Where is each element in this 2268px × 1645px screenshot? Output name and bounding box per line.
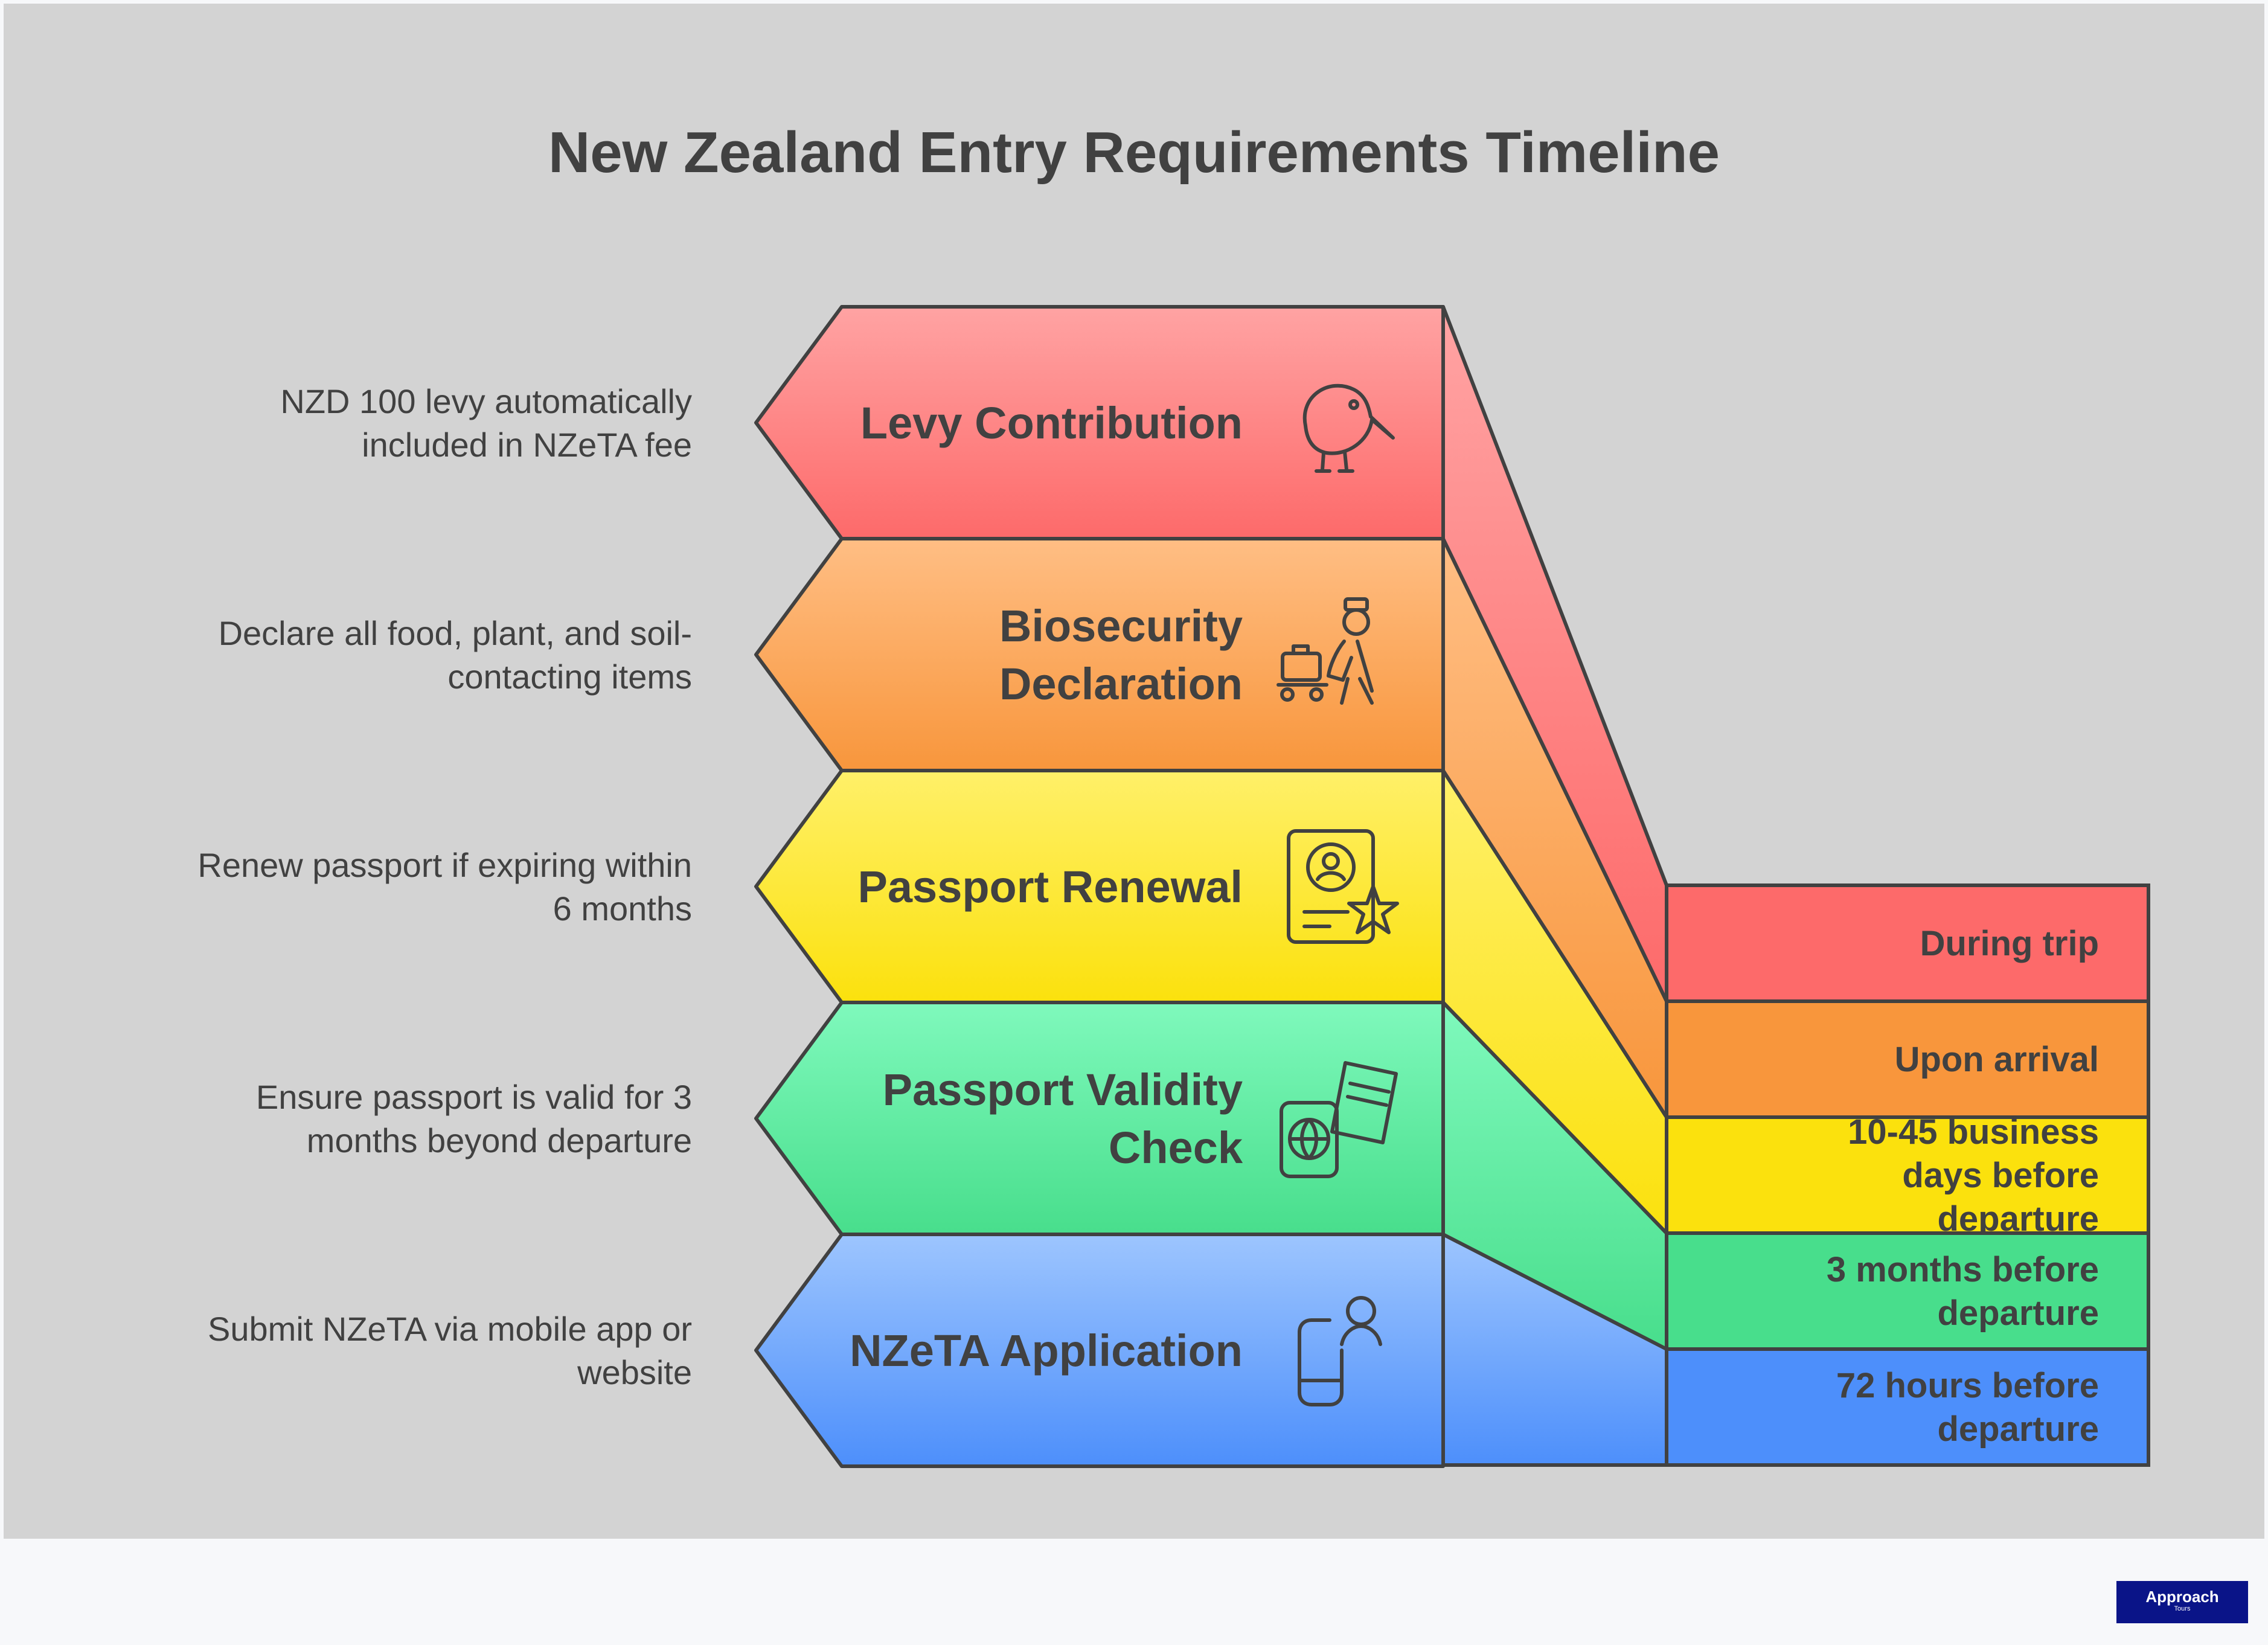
step-arrow-biosecurity — [754, 537, 1445, 772]
steps-group: Levy Contribution NZD 100 levy automatica… — [197, 305, 1445, 1468]
step-description: included in NZeTA fee — [362, 426, 692, 464]
step-description: Declare all food, plant, and soil- — [219, 614, 692, 652]
step-description: Renew passport if expiring within — [197, 846, 692, 884]
step-label: Levy Contribution — [860, 398, 1243, 448]
step-levy: Levy Contribution NZD 100 levy automatica… — [280, 305, 1445, 540]
kiwi-bird-icon — [1302, 383, 1395, 473]
brand-sub: Tours — [2174, 1605, 2191, 1612]
timing-label: 3 months before — [1827, 1250, 2099, 1289]
timing-label: Upon arrival — [1895, 1040, 2099, 1079]
step-description: months beyond departure — [307, 1121, 692, 1159]
timing-box — [1665, 1347, 2150, 1467]
brand-logo: Approach Tours — [2116, 1581, 2248, 1623]
step-arrow-nzeta — [754, 1233, 1445, 1468]
step-label: Passport Validity — [883, 1065, 1243, 1115]
timing-box — [1665, 999, 2150, 1119]
step-description: Submit NZeTA via mobile app or — [208, 1310, 692, 1348]
step-description: Ensure passport is valid for 3 — [256, 1078, 692, 1116]
step-label: NZeTA Application — [850, 1326, 1243, 1376]
passport-ticket-icon — [1280, 1061, 1398, 1178]
mobile-user-icon — [1298, 1296, 1382, 1406]
timing-label: 72 hours before — [1836, 1366, 2099, 1405]
step-description: 6 months — [553, 890, 692, 928]
timing-biosecurity: Upon arrival — [1665, 999, 2150, 1119]
step-renewal: Passport Renewal Renew passport if expiri… — [197, 769, 1445, 1004]
timing-box — [1665, 1115, 2150, 1235]
timing-nzeta: 72 hours before departure — [1665, 1347, 2150, 1467]
timing-label: days before — [1902, 1156, 2099, 1195]
step-label: Declaration — [999, 659, 1243, 709]
id-card-star-icon — [1287, 829, 1399, 944]
brand-name: Approach — [2145, 1588, 2219, 1606]
step-label: Biosecurity — [999, 601, 1243, 651]
step-description: NZD 100 levy automatically — [280, 382, 692, 420]
timing-label: departure — [1937, 1294, 2099, 1333]
timing-label: During trip — [1920, 924, 2099, 963]
step-description: contacting items — [447, 658, 692, 696]
step-nzeta: NZeTA Application Submit NZeTA via mobile… — [208, 1233, 1445, 1468]
porter-luggage-icon — [1277, 597, 1374, 705]
step-label: Check — [1109, 1123, 1243, 1173]
timing-label: 10-45 business — [1848, 1112, 2099, 1152]
step-arrow-validity — [754, 1001, 1445, 1236]
timing-validity: 3 months before departure — [1665, 1231, 2150, 1351]
timing-box — [1665, 1231, 2150, 1351]
timing-box — [1665, 883, 2150, 1003]
timing-levy: During trip — [1665, 883, 2150, 1003]
diagram-title: New Zealand Entry Requirements Timeline — [548, 120, 1720, 185]
step-description: website — [577, 1353, 692, 1391]
step-label: Passport Renewal — [858, 862, 1243, 912]
timing-label: departure — [1937, 1409, 2099, 1449]
